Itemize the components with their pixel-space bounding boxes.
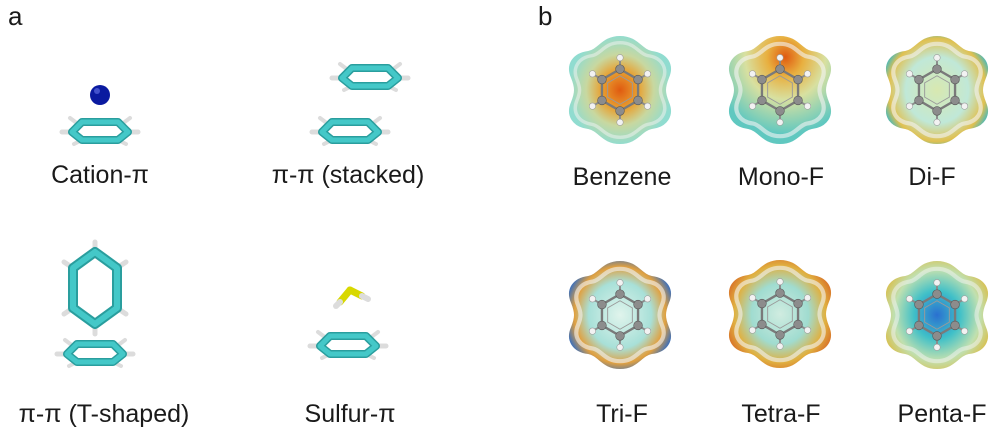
label-pi-pi-t-shaped: π-π (T-shaped) — [18, 400, 190, 428]
benzene-ring-flat — [57, 340, 133, 366]
cation-sphere — [90, 85, 110, 105]
label-benzene: Benzene — [572, 163, 672, 191]
label-cation-pi: Cation-π — [51, 161, 149, 189]
sulfur-molecule — [333, 286, 371, 309]
benzene-ring — [310, 332, 386, 358]
benzene-ring-upright — [64, 242, 126, 334]
benzene-ring-bottom — [312, 118, 388, 144]
panel-b-letter: b — [538, 1, 553, 31]
label-penta-f: Penta-F — [897, 400, 987, 428]
benzene-ring-top — [332, 64, 408, 90]
label-mono-f: Mono-F — [737, 163, 825, 191]
esp-tri-f — [560, 255, 680, 375]
pi-pi-stacked-figure — [300, 60, 420, 150]
panel-a-letter: a — [8, 1, 23, 31]
label-sulfur-pi: Sulfur-π — [304, 400, 396, 428]
esp-penta-f — [877, 255, 997, 375]
esp-mono-f — [720, 30, 840, 150]
cation-pi-figure — [50, 80, 160, 150]
esp-tetra-f — [718, 252, 842, 376]
pi-pi-t-shaped-figure — [45, 238, 155, 368]
esp-di-f — [877, 30, 997, 150]
label-tetra-f: Tetra-F — [741, 400, 821, 428]
sulfur-pi-figure — [300, 280, 410, 370]
label-tri-f: Tri-F — [596, 400, 648, 428]
esp-benzene — [560, 30, 680, 150]
label-di-f: Di-F — [908, 163, 956, 191]
label-pi-pi-stacked: π-π (stacked) — [271, 161, 425, 189]
benzene-ring — [62, 118, 138, 144]
